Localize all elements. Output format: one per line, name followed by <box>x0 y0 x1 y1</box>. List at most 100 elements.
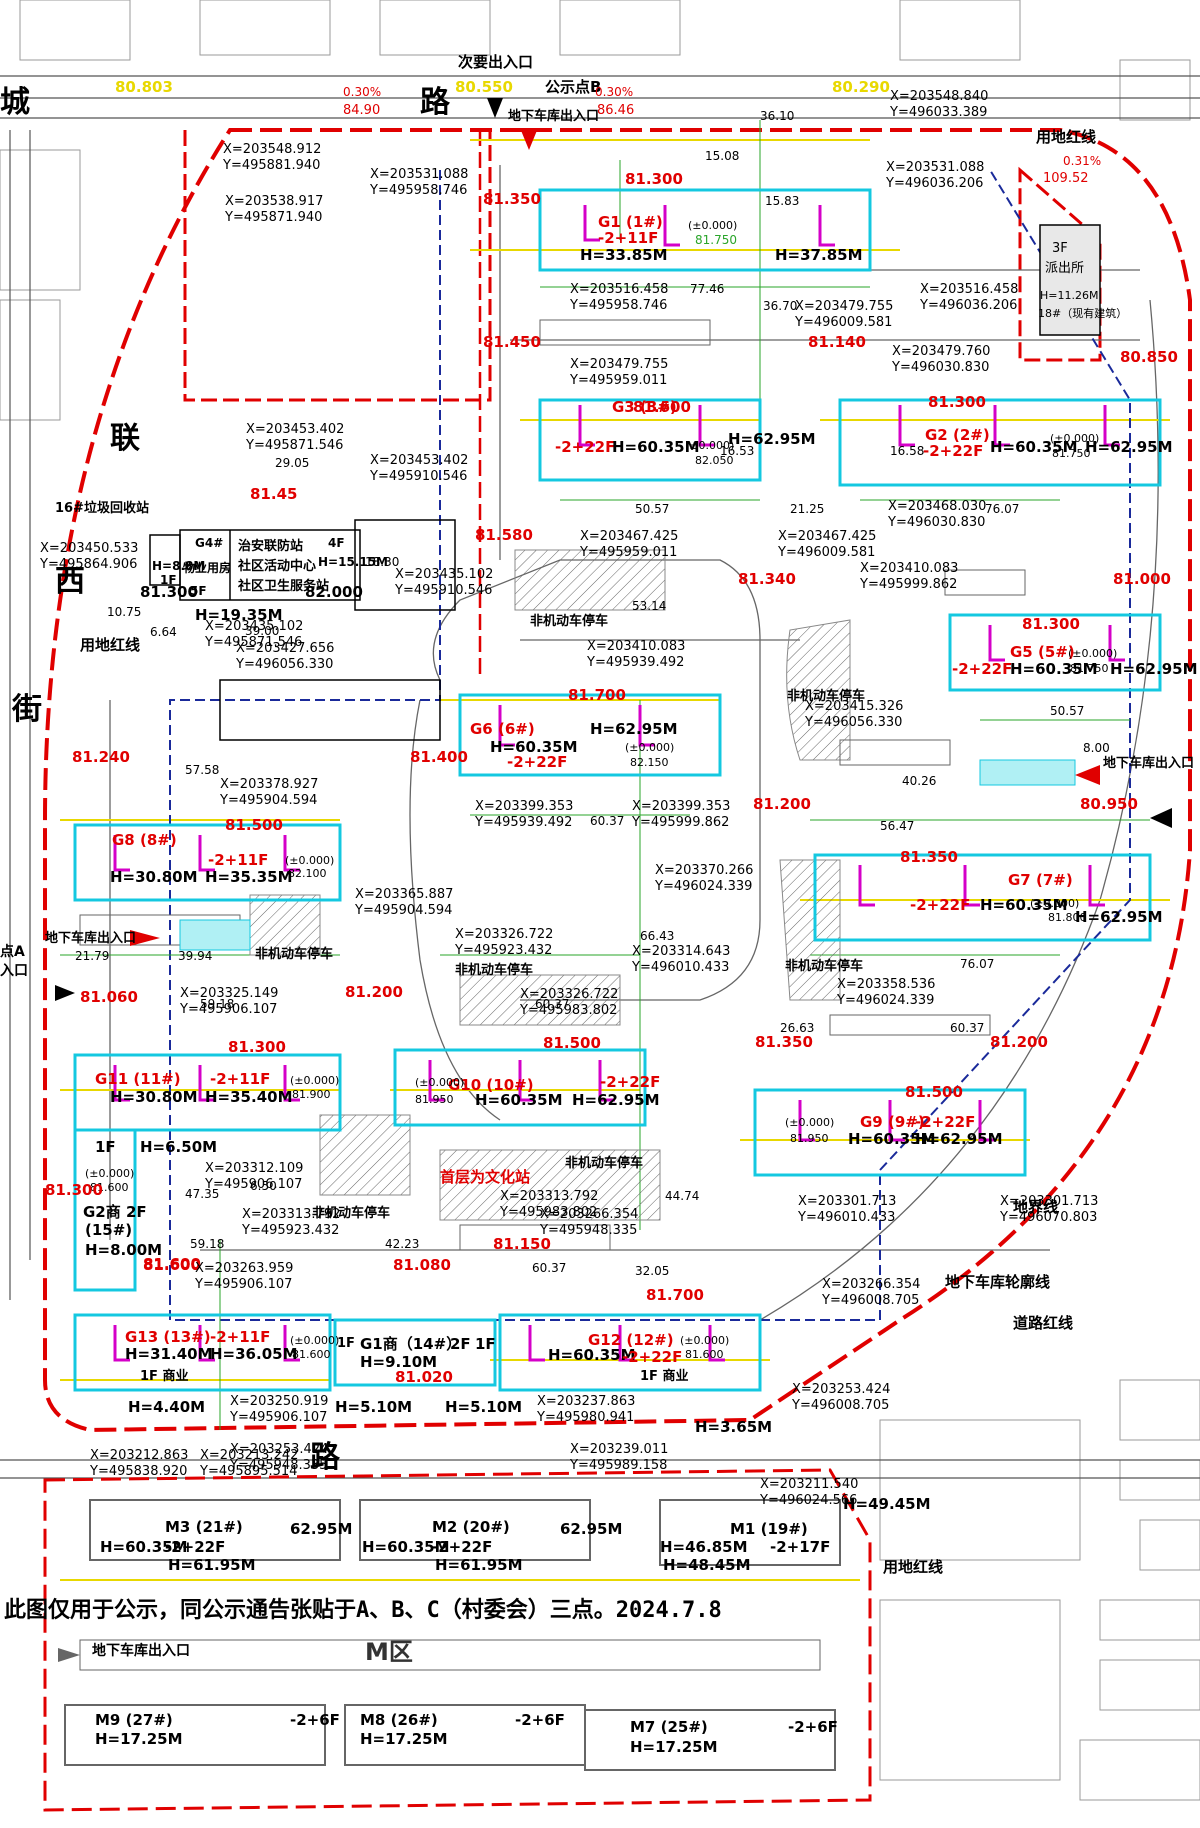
elev-yellow-3: 80.290 <box>832 78 890 96</box>
m7-name[interactable]: M7 (25#) <box>630 1718 708 1736</box>
coordinate-label: X=203435.102 <box>395 567 494 582</box>
g4-small-h: H=8.8M <box>152 559 206 573</box>
m3-h3: 62.95M <box>290 1520 353 1538</box>
slope-1-pct: 0.30% <box>343 85 382 99</box>
elev-red-9: 81.200 <box>753 795 811 813</box>
g13-1f: 1F <box>337 1336 355 1351</box>
m3-floors: -2+22F <box>165 1538 226 1556</box>
elev-red-15: 81.300 <box>45 1181 103 1199</box>
elev-red-20: 80.850 <box>1120 348 1178 366</box>
elev-red-8: 81.400 <box>410 748 468 766</box>
elev-yellow-1: 80.803 <box>115 78 173 96</box>
g7-zero: (±0.000) <box>1030 897 1080 910</box>
dimension-label: 53.14 <box>632 599 667 613</box>
g4-use-1: 治安联防站 <box>238 539 304 554</box>
coordinate-label: Y=495958.746 <box>370 183 468 198</box>
coordinate-label: Y=495906.107 <box>195 1277 293 1292</box>
g2shop-h: H=8.00M <box>85 1241 163 1259</box>
coordinate-label: Y=495906.107 <box>180 1002 278 1017</box>
g9-name[interactable]: G9 (9#) <box>860 1113 925 1131</box>
g2-name[interactable]: G2 (2#) <box>925 426 990 444</box>
g11-name[interactable]: G11 (11#) <box>95 1070 181 1088</box>
g2-h2: H=62.95M <box>1085 438 1173 456</box>
g5-h2: H=62.95M <box>1110 660 1198 678</box>
g2shop-1f: 1F <box>95 1138 116 1156</box>
residential-footprints <box>73 188 1162 1392</box>
land-redline-w-label: 用地红线 <box>80 636 141 654</box>
g12-name[interactable]: G12 (12#) <box>588 1331 674 1349</box>
g1shop-h: H=9.10M <box>360 1353 438 1371</box>
g1-h1: H=33.85M <box>580 246 668 264</box>
g7-elev: 81.800 <box>1048 911 1087 924</box>
g1shop-2f: 2F <box>450 1335 471 1353</box>
m1-name[interactable]: M1 (19#) <box>730 1520 808 1538</box>
m2-h3: 62.95M <box>560 1520 623 1538</box>
dimension-label: 66.43 <box>640 929 675 943</box>
g13-zero: (±0.000) <box>290 1334 340 1347</box>
g2shop-num: (15#) <box>85 1221 133 1239</box>
g7-name[interactable]: G7 (7#) <box>1008 871 1073 889</box>
coordinate-label: Y=496030.830 <box>888 515 986 530</box>
g1shop-name[interactable]: G1商（14#） <box>360 1335 462 1353</box>
police-existing: 18#（现有建筑） <box>1038 307 1128 320</box>
g2shop-name[interactable]: G2商 2F <box>83 1203 147 1221</box>
g7-top-elev: 81.350 <box>900 848 958 866</box>
road-redline-label: 道路红线 <box>1013 1314 1074 1332</box>
m2-name[interactable]: M2 (20#) <box>432 1518 510 1536</box>
land-redline-s-label: 用地红线 <box>883 1558 944 1576</box>
police-floors: 3F <box>1052 241 1068 256</box>
g13-elev: 81.600 <box>292 1348 331 1361</box>
g8-zero: (±0.000) <box>285 854 335 867</box>
g13-name[interactable]: G13 (13#) <box>125 1328 211 1346</box>
m1-floors: -2+17F <box>770 1538 831 1556</box>
land-redline-ne-label: 用地红线 <box>1036 128 1097 146</box>
m9-name[interactable]: M9 (27#) <box>95 1711 173 1729</box>
south-height-1: H=4.40M <box>128 1398 206 1416</box>
g3-name[interactable]: G3 (3#) <box>612 398 677 416</box>
g3-elev: 82.050 <box>695 454 734 467</box>
elev-red-1: 81.350 <box>483 190 541 208</box>
m3-name[interactable]: M3 (21#) <box>165 1518 243 1536</box>
coordinate-label: X=203237.863 <box>537 1394 636 1409</box>
coordinate-label: X=203531.088 <box>886 160 985 175</box>
parking-7: 非机动车停车 <box>312 1206 391 1221</box>
slope-2-val: 86.46 <box>597 103 635 118</box>
elev-red-18: 81.150 <box>493 1235 551 1253</box>
parking-hatch <box>249 549 851 1221</box>
dimension-label: 15.08 <box>705 149 740 163</box>
dimension-label: 76.07 <box>960 957 995 971</box>
g5-name[interactable]: G5 (5#) <box>1010 643 1075 661</box>
g10-elev: 81.950 <box>415 1093 454 1106</box>
coordinate-label: X=203211.540 <box>760 1477 859 1492</box>
g6-name[interactable]: G6 (6#) <box>470 720 535 738</box>
coordinate-label: X=203467.425 <box>778 529 877 544</box>
parking-2: 非机动车停车 <box>787 689 866 704</box>
public-notice: 此图仅用于公示，同公示通告张贴于A、B、C（村委会）三点。2024.7.8 <box>4 1598 722 1623</box>
g10-name[interactable]: G10 (10#) <box>448 1076 534 1094</box>
south-height-3: H=5.10M <box>445 1398 523 1416</box>
coordinate-label: X=203370.266 <box>655 863 754 878</box>
coordinate-label: Y=495948.335 <box>540 1223 638 1238</box>
g8-name[interactable]: G8 (8#) <box>112 831 177 849</box>
slope-2-pct: 0.30% <box>595 85 634 99</box>
coordinate-label: Y=496036.206 <box>920 298 1018 313</box>
coordinate-label: Y=496008.705 <box>822 1293 920 1308</box>
coordinate-label: X=203250.919 <box>230 1394 329 1409</box>
m2-h2: H=61.95M <box>435 1556 523 1574</box>
g7-h2: H=62.95M <box>1075 908 1163 926</box>
g6-elev: 82.150 <box>630 756 669 769</box>
g1-name[interactable]: G1 (1#) <box>598 213 663 231</box>
m9-h1: H=17.25M <box>95 1730 183 1748</box>
m8-name[interactable]: M8 (26#) <box>360 1711 438 1729</box>
g13-h1: H=31.40M <box>125 1345 213 1363</box>
g1-elev: 81.750 <box>695 233 737 247</box>
road-name-north-2: 路 <box>420 85 450 120</box>
coordinate-label: X=203253.424 <box>230 1442 329 1457</box>
g8-h1: H=30.80M <box>110 868 198 886</box>
coordinate-label: Y=496010.433 <box>798 1210 896 1225</box>
garage-entrance-west: 地下车库出入口 <box>45 931 137 946</box>
m1-h1: H=46.85M <box>660 1538 748 1556</box>
coordinate-label: X=203479.755 <box>570 357 669 372</box>
garage-outline-label: 地下车库轮廓线 <box>945 1273 1051 1291</box>
coordinate-label: X=203479.760 <box>892 344 991 359</box>
